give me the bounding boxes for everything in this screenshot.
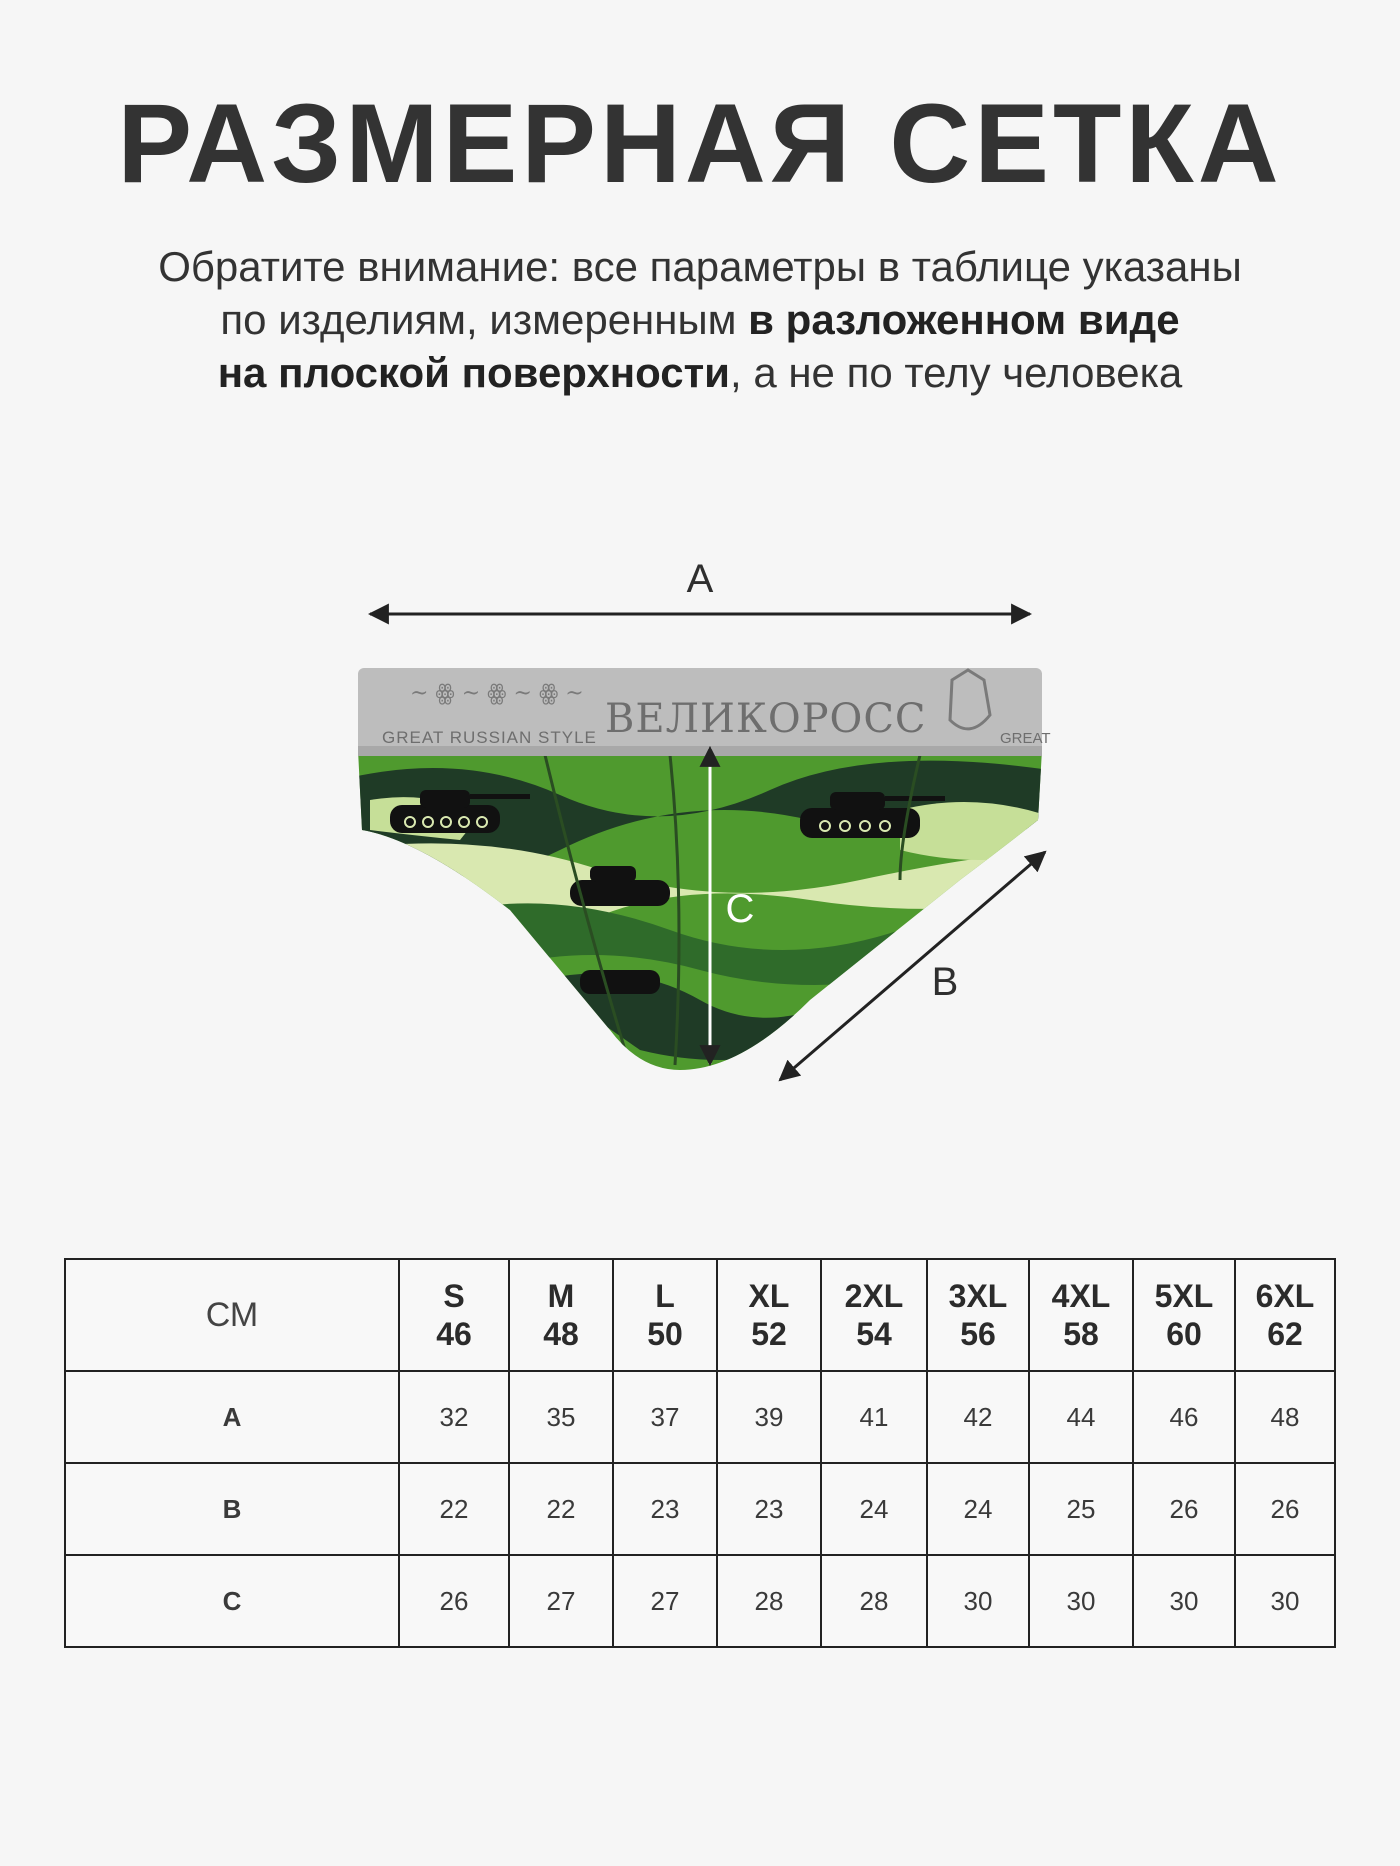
table-cell: 30 <box>926 1554 1030 1648</box>
subtitle-line-3: на плоской поверхности, а не по телу чел… <box>0 346 1400 399</box>
table-row: A 32 35 37 39 41 42 44 46 48 <box>64 1370 1336 1464</box>
table-cell: 22 <box>508 1462 614 1556</box>
table-cell: 48 <box>1234 1370 1336 1464</box>
table-cell: 26 <box>1234 1462 1336 1556</box>
table-cell: 30 <box>1132 1554 1236 1648</box>
row-label-a: A <box>64 1370 400 1464</box>
table-cell: 28 <box>716 1554 822 1648</box>
table-cell: 23 <box>716 1462 822 1556</box>
page-title: РАЗМЕРНАЯ СЕТКА <box>117 81 1283 206</box>
waistband-logo-text: ВЕЛИКОРОСС <box>605 696 927 742</box>
table-cell: 30 <box>1028 1554 1134 1648</box>
subtitle: Обратите внимание: все параметры в табли… <box>0 240 1400 399</box>
table-cell: 24 <box>926 1462 1030 1556</box>
table-cell: 46 <box>1132 1370 1236 1464</box>
measure-c-label: C <box>726 887 755 931</box>
row-label-b: B <box>64 1462 400 1556</box>
table-cell: 28 <box>820 1554 928 1648</box>
measure-a-label: A <box>687 557 714 601</box>
svg-text:~ ꙮ ~ ꙮ ~ ꙮ ~: ~ ꙮ ~ ꙮ ~ ꙮ ~ <box>410 681 584 706</box>
table-cell: 32 <box>398 1370 510 1464</box>
row-label-c: C <box>64 1554 400 1648</box>
table-cell: 26 <box>1132 1462 1236 1556</box>
subtitle-line-3-bold: на плоской поверхности <box>217 349 730 396</box>
table-cell: 30 <box>1234 1554 1336 1648</box>
svg-text:GREAT: GREAT <box>1000 730 1051 747</box>
product-diagram: ~ ꙮ ~ ꙮ ~ ꙮ ~ GREAT RUSSIAN STYLE ВЕЛИКО… <box>340 550 1080 1110</box>
table-cell: 44 <box>1028 1370 1134 1464</box>
subtitle-line-2-normal: по изделиям, измеренным <box>220 296 749 343</box>
measure-b-label: B <box>932 960 959 1004</box>
table-cell: 23 <box>612 1462 718 1556</box>
bogatyr-emblem-icon <box>948 668 992 731</box>
waistband-subtext: GREAT RUSSIAN STYLE <box>382 728 597 747</box>
table-cell: 22 <box>398 1462 510 1556</box>
table-cell: 25 <box>1028 1462 1134 1556</box>
measure-b-line <box>778 850 1047 1082</box>
table-cell: 41 <box>820 1370 928 1464</box>
subtitle-line-3-normal: , а не по телу человека <box>729 349 1183 396</box>
table-cell: 35 <box>508 1370 614 1464</box>
table-cell: 39 <box>716 1370 822 1464</box>
briefs-illustration: ~ ꙮ ~ ꙮ ~ ꙮ ~ GREAT RUSSIAN STYLE ВЕЛИКО… <box>358 557 1051 1082</box>
table-cell: 24 <box>820 1462 928 1556</box>
table-cell: 42 <box>926 1370 1030 1464</box>
table-cell: 27 <box>612 1554 718 1648</box>
waistband: ~ ꙮ ~ ꙮ ~ ꙮ ~ GREAT RUSSIAN STYLE ВЕЛИКО… <box>358 668 1051 756</box>
table-row: C 26 27 27 28 28 30 30 30 30 <box>64 1554 1336 1648</box>
table-cell: 27 <box>508 1554 614 1648</box>
table-cell: 26 <box>398 1554 510 1648</box>
subtitle-line-1: Обратите внимание: все параметры в табли… <box>158 243 1242 290</box>
table-row: B 22 22 23 23 24 24 25 26 26 <box>64 1462 1336 1556</box>
unit-label-cell: СМ <box>64 1258 400 1372</box>
subtitle-line-2-bold: в разложенном виде <box>748 296 1180 343</box>
subtitle-line-2: по изделиям, измеренным в разложенном ви… <box>0 293 1400 346</box>
table-cell: 37 <box>612 1370 718 1464</box>
